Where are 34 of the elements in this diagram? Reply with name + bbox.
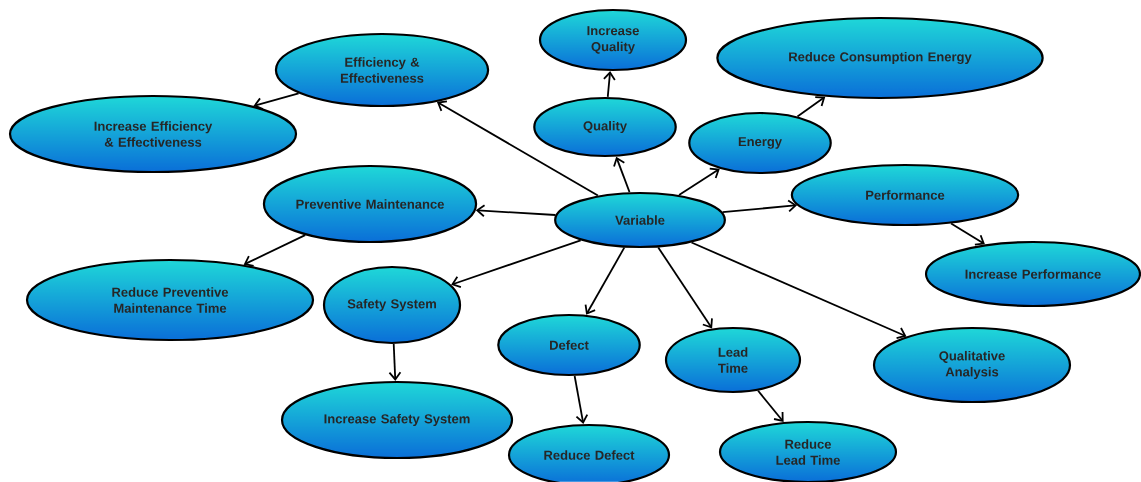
ellipse-node: Increase Efficiency & Effectiveness (8, 94, 298, 174)
ellipse-node: Preventive Maintenance (262, 164, 478, 244)
arrow (721, 199, 798, 214)
arrow (243, 234, 307, 267)
ellipse-node: Increase Performance (924, 240, 1141, 308)
ellipse-node: Energy (688, 111, 832, 175)
arrow (451, 239, 582, 289)
ellipse-node: Variable (554, 191, 726, 249)
ellipse-node: Lead Time (664, 326, 802, 394)
arrow (603, 71, 616, 98)
arrow (573, 375, 589, 424)
arrow (584, 246, 626, 315)
arrow (796, 96, 826, 118)
ellipse-node: Reduce Lead Time (718, 420, 898, 482)
arrow (613, 156, 631, 193)
arrow (757, 389, 784, 423)
ellipse-node: Quality (533, 96, 677, 158)
ellipse-node: Efficiency & Effectiveness (274, 32, 490, 108)
ellipse-node: Defect (497, 313, 641, 377)
ellipse-node: Qualitative Analysis (872, 326, 1072, 404)
arrow (678, 167, 720, 196)
ellipse-node: Safety System (322, 265, 462, 345)
ellipse-node: Reduce Preventive Maintenance Time (25, 258, 315, 342)
arrow (388, 343, 402, 381)
ellipse-node: Increase Quality (538, 8, 688, 72)
arrow (436, 100, 599, 197)
ellipse-node: Increase Safety System (280, 380, 514, 460)
arrow (657, 246, 713, 329)
arrow (950, 222, 985, 246)
ellipse-node: Reduce Consumption Energy (716, 16, 1044, 100)
arrow (253, 92, 300, 110)
ellipse-node: Performance (790, 163, 1020, 227)
arrow (690, 241, 907, 339)
arrow (475, 204, 557, 218)
